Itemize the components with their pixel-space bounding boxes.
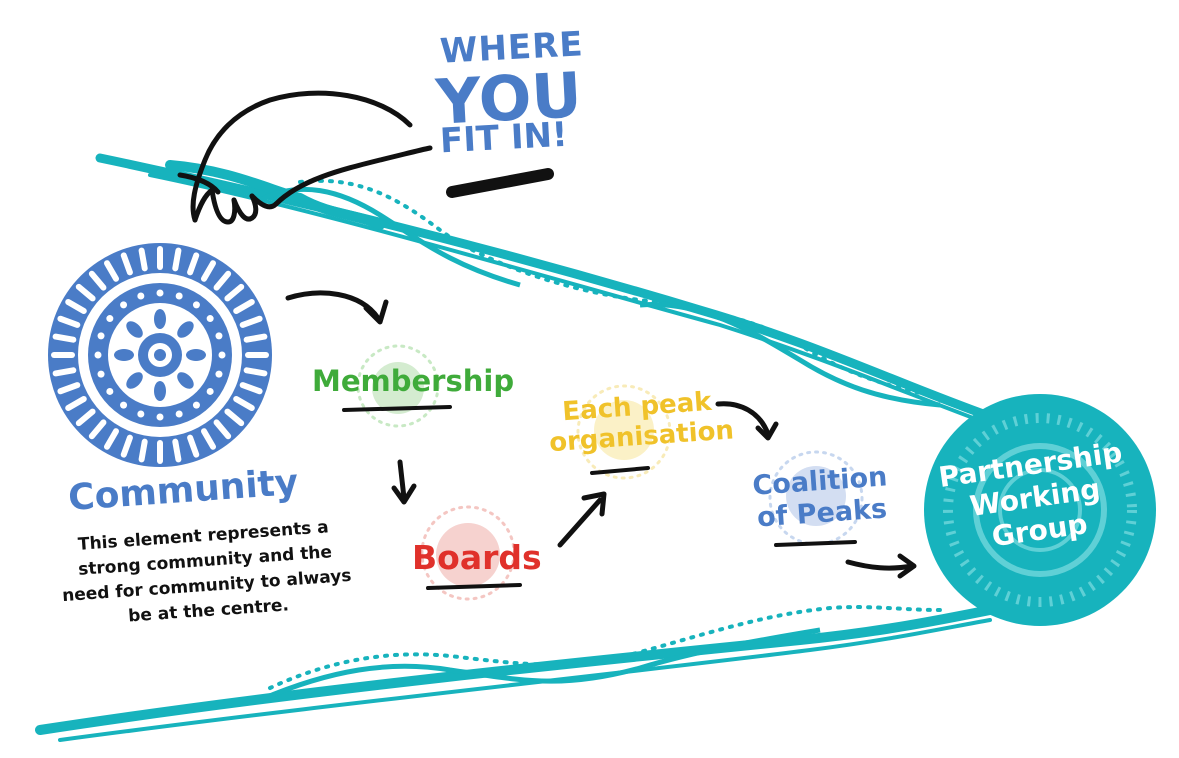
arrow-icon <box>581 491 607 517</box>
flow-arrows <box>285 290 917 579</box>
funnel-bottom-band <box>35 605 995 742</box>
label-underlines <box>342 405 857 590</box>
partnership-circle-icon <box>924 394 1156 626</box>
title-underline <box>446 168 554 198</box>
arrow-icon <box>363 299 389 325</box>
arrow-icon <box>285 290 381 321</box>
node-membership: Membership <box>312 364 515 398</box>
arrow-icon <box>391 483 417 505</box>
node-backgrounds <box>356 344 864 601</box>
community-description: This element represents a strong communi… <box>61 517 353 627</box>
node-each-peak-organisation: Each peak organisation <box>548 386 735 459</box>
funnel-top-band <box>95 153 1005 430</box>
community-circle-icon <box>48 243 272 467</box>
arrow-icon <box>397 459 407 501</box>
node-coalition-of-peaks: Coalition of Peaks <box>751 461 889 534</box>
arrow-icon <box>845 559 915 571</box>
arrow-icon <box>897 553 917 579</box>
arrow-icon <box>557 497 603 548</box>
title-line-fit-in: FIT IN! <box>439 114 569 162</box>
pointing-hand-icon <box>177 90 433 225</box>
node-boards: Boards <box>412 538 542 577</box>
arrow-icon <box>715 401 771 437</box>
arrow-icon <box>755 421 779 441</box>
